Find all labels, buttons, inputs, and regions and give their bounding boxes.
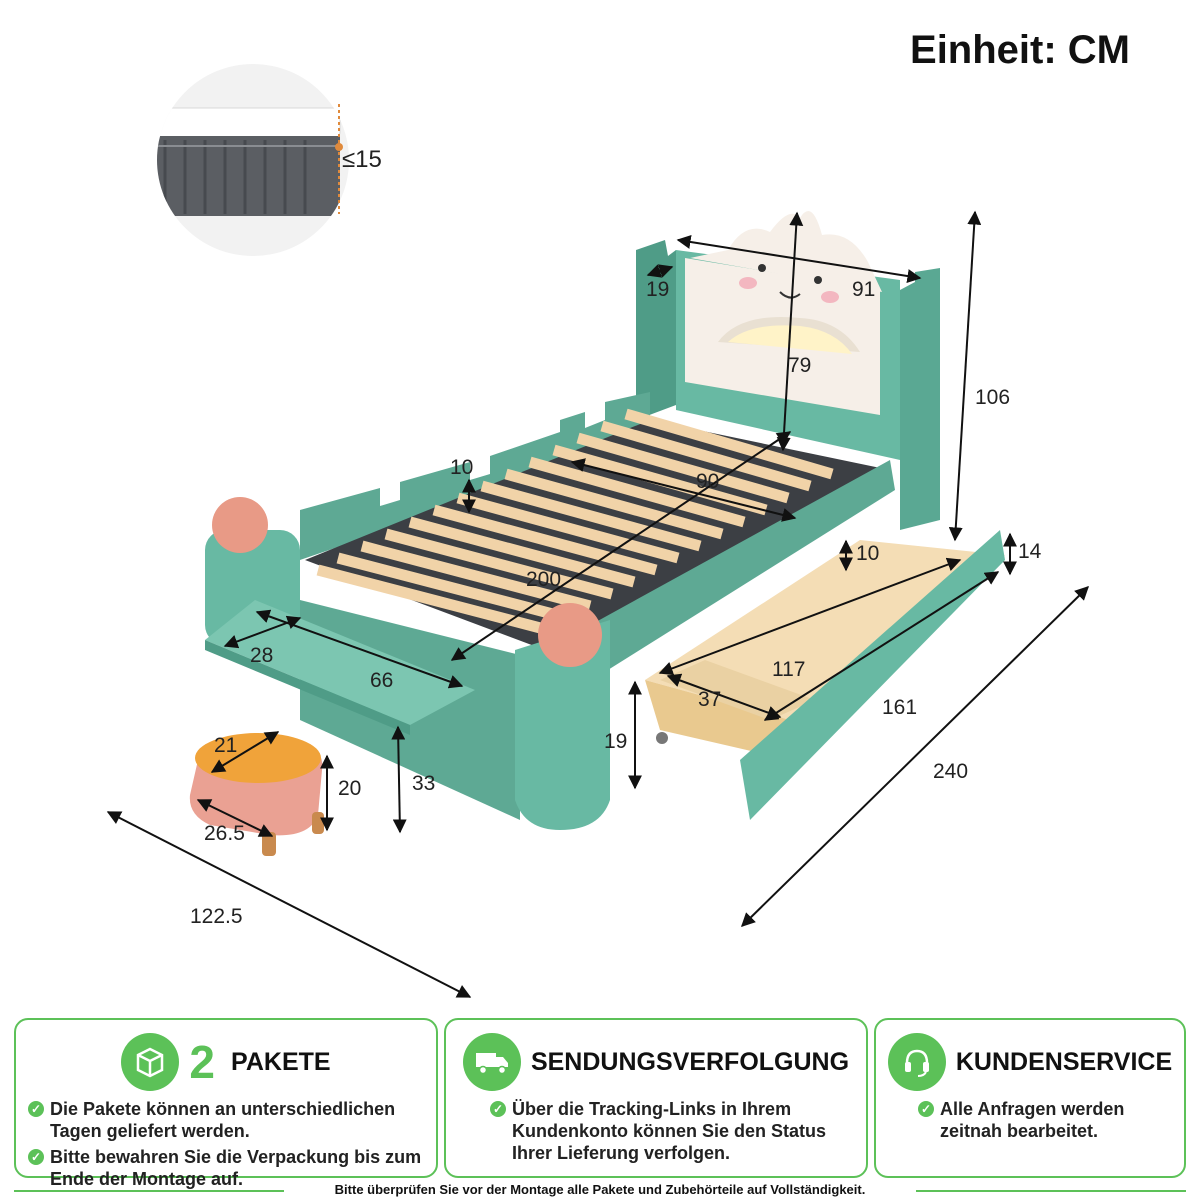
service-header: KUNDENSERVICE [876, 1030, 1184, 1094]
packages-list: ✓Die Pakete können an unterschiedlichen … [28, 1098, 426, 1194]
dim-inner-width: 90 [696, 470, 719, 493]
check-icon: ✓ [28, 1149, 44, 1165]
tracking-header: SENDUNGSVERFOLGUNG [446, 1030, 866, 1094]
dim-shelf-depth: 28 [250, 644, 273, 667]
dim-stool-top: 21 [214, 734, 237, 757]
dim-shelf-width: 66 [370, 669, 393, 692]
check-icon: ✓ [918, 1101, 934, 1117]
tracking-panel: SENDUNGSVERFOLGUNG ✓Über die Tracking-Li… [444, 1018, 868, 1178]
service-panel: KUNDENSERVICE ✓Alle Anfragen werden zeit… [874, 1018, 1186, 1178]
dim-total-height: 106 [975, 386, 1010, 409]
dim-headboard-width: 91 [852, 278, 875, 301]
dim-drawer-inner-width: 37 [698, 688, 721, 711]
dim-drawer-depth: 10 [856, 542, 879, 565]
dim-stool-height: 20 [338, 777, 361, 800]
dim-drawer-inner-length: 117 [772, 658, 805, 681]
footer-divider-right [916, 1190, 1186, 1192]
footer-divider-left [14, 1190, 284, 1192]
packages-panel: 2 PAKETE ✓Die Pakete können an unterschi… [14, 1018, 438, 1189]
dim-inner-length: 200 [526, 568, 561, 591]
list-item: ✓Die Pakete können an unterschiedlichen … [28, 1098, 426, 1142]
bed-illustration [189, 210, 1005, 856]
dimension-lines [106, 210, 1090, 998]
package-icon [121, 1033, 180, 1091]
list-item: ✓Bitte bewahren Sie die Verpackung bis z… [28, 1146, 426, 1190]
dimension-labels: 19 91 79 106 10 90 200 28 66 19 33 21 20… [190, 278, 1042, 928]
dim-bed-width: 122.5 [190, 905, 243, 928]
tracking-title: SENDUNGSVERFOLGUNG [530, 1047, 850, 1076]
mattress-inset: ≤15 [157, 64, 382, 256]
list-item: ✓Alle Anfragen werden zeitnah bearbeitet… [918, 1098, 1174, 1142]
check-icon: ✓ [490, 1101, 506, 1117]
packages-title: PAKETE [231, 1047, 331, 1076]
dim-mattress: ≤15 [342, 146, 382, 173]
dim-headboard-side: 19 [646, 278, 669, 301]
check-icon: ✓ [28, 1101, 44, 1117]
package-count: 2 [189, 1036, 216, 1088]
dim-drawer-length: 161 [882, 696, 917, 719]
dim-bed-length: 240 [933, 760, 968, 783]
headset-icon [887, 1033, 946, 1091]
unit-title: Einheit: CM [910, 28, 1130, 72]
packages-header: 2 PAKETE [16, 1030, 436, 1094]
dim-drawer-front: 14 [1018, 540, 1042, 563]
dim-headboard-height: 79 [788, 354, 811, 377]
delivery-truck-icon [462, 1033, 521, 1091]
dim-rail-height: 10 [450, 456, 473, 479]
dim-leg-height: 19 [604, 730, 627, 753]
dim-stool-width: 26.5 [204, 822, 245, 845]
service-title: KUNDENSERVICE [955, 1047, 1173, 1076]
bed-dimension-diagram: ≤15 [106, 64, 1090, 998]
list-item: ✓Über die Tracking-Links in Ihrem Kunden… [490, 1098, 856, 1164]
dim-shelf-height: 33 [412, 772, 435, 795]
footer-note: Bitte überprüfen Sie vor der Montage all… [334, 1182, 866, 1197]
tracking-list: ✓Über die Tracking-Links in Ihrem Kunden… [490, 1098, 856, 1168]
service-list: ✓Alle Anfragen werden zeitnah bearbeitet… [918, 1098, 1174, 1146]
